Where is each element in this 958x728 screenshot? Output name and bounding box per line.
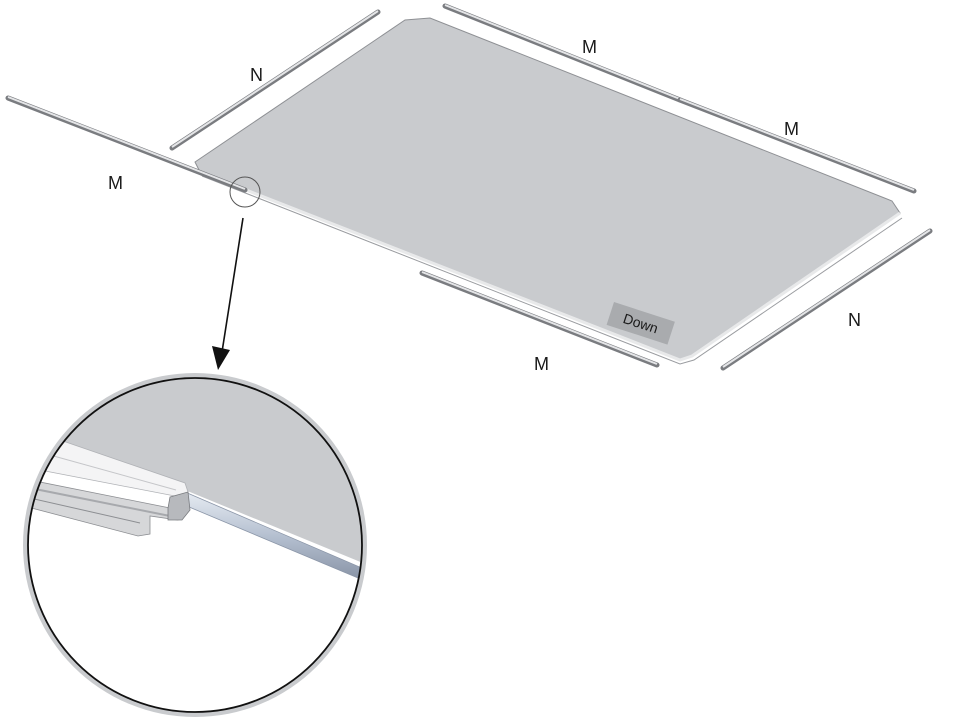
rail-bottom-m [419,270,660,368]
rail-top-m-1 [442,3,683,103]
callout-arrow-icon [212,217,244,370]
label-rail-left: M [108,173,123,193]
rail-top-m-2 [677,97,917,194]
rail-top-left-n [169,9,381,151]
label-rail-bottom: M [534,354,549,374]
label-rail-top-left: N [250,65,263,85]
label-rail-right: N [848,310,861,330]
magnified-detail [23,373,367,717]
label-rail-top-1: M [582,37,597,57]
rail-left-m [5,95,248,193]
detail-marker-circle [229,176,261,208]
rail-right-n [720,228,933,371]
label-rail-top-2: M [784,119,799,139]
panel-plate [194,17,903,365]
